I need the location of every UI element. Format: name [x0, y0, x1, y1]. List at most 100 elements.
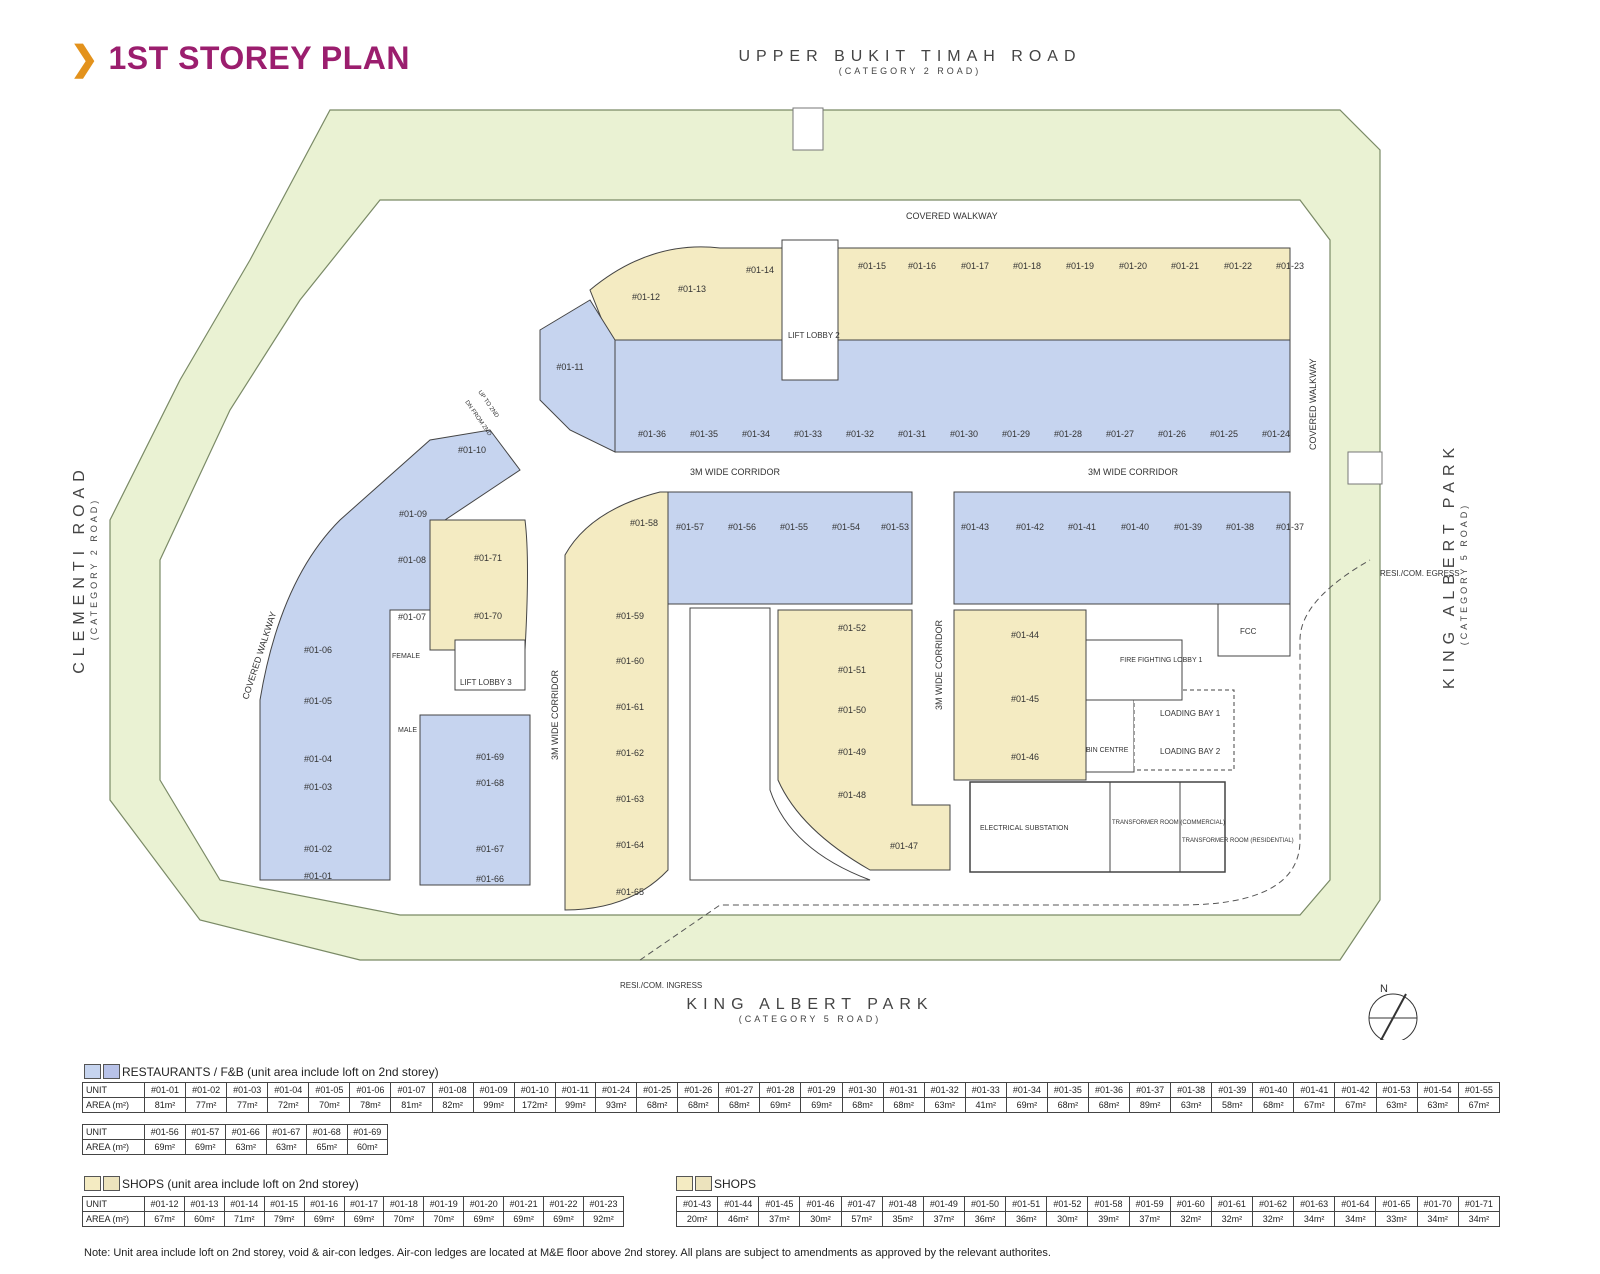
legend-shops-swatch-2: [695, 1176, 712, 1191]
substation-label: ELECTRICAL SUBSTATION: [980, 825, 1069, 832]
unit-label: #01-34: [742, 429, 770, 439]
fcc-room: [1217, 603, 1291, 657]
table-cell: #01-39: [1211, 1082, 1254, 1098]
table-cell: 33m²: [1375, 1211, 1418, 1227]
unit-label: #01-22: [1224, 261, 1252, 271]
table-cell: #01-10: [513, 1082, 556, 1098]
unit-label: #01-21: [1171, 261, 1199, 271]
table-unit-row: UNIT#01-12#01-13#01-14#01-15#01-16#01-17…: [82, 1196, 625, 1212]
table-cell: 34m²: [1293, 1211, 1336, 1227]
unit-label: #01-44: [1011, 630, 1039, 640]
road-north-category: (CATEGORY 2 ROAD): [838, 66, 982, 76]
legend-fb-swatch: [84, 1064, 101, 1079]
table-cell: 58m²: [1211, 1097, 1254, 1113]
table-cell: #01-54: [1416, 1082, 1459, 1098]
table-cell: #01-51: [1005, 1196, 1048, 1212]
table-cell: 68m²: [718, 1097, 761, 1113]
table-cell: #01-32: [923, 1082, 966, 1098]
table-cell: #01-53: [1375, 1082, 1418, 1098]
area-table-shops: #01-43#01-44#01-45#01-46#01-47#01-48#01-…: [675, 1196, 1501, 1227]
unit-label: #01-03: [304, 782, 332, 792]
table-cell: 68m²: [1087, 1097, 1131, 1113]
unit-label: #01-63: [616, 794, 644, 804]
table-cell: 69m²: [343, 1211, 385, 1227]
table-cell: 20m²: [675, 1211, 719, 1227]
table-cell: AREA (m²): [82, 1211, 145, 1227]
table-cell: 67m²: [1293, 1097, 1336, 1113]
table-cell: #01-61: [1210, 1196, 1253, 1212]
unit-label: #01-12: [632, 292, 660, 302]
table-cell: #01-11: [554, 1082, 597, 1098]
table-cell: #01-31: [882, 1082, 925, 1098]
table-cell: 37m²: [1128, 1211, 1171, 1227]
table-cell: #01-01: [143, 1082, 187, 1098]
unit-label: #01-65: [616, 887, 644, 897]
unit-label: #01-56: [728, 522, 756, 532]
unit-label: #01-16: [908, 261, 936, 271]
table-cell: 34m²: [1457, 1211, 1501, 1227]
table-cell: UNIT: [82, 1124, 145, 1140]
table-cell: #01-34: [1005, 1082, 1048, 1098]
legend-shops-loft-swatch-2: [103, 1176, 120, 1191]
fb-row-3-right: [953, 491, 1291, 605]
table-cell: 68m²: [1046, 1097, 1089, 1113]
legend-shops-swatch: [676, 1176, 693, 1191]
lift-lobby-3-label: LIFT LOBBY 3: [460, 678, 512, 687]
table-cell: 63m²: [1375, 1097, 1418, 1113]
table-cell: #01-42: [1334, 1082, 1377, 1098]
unit-label: #01-13: [678, 284, 706, 294]
unit-label: #01-55: [780, 522, 808, 532]
unit-label: #01-20: [1119, 261, 1147, 271]
unit-label: #01-30: [950, 429, 978, 439]
table-cell: 68m²: [841, 1097, 884, 1113]
table-cell: 60m²: [346, 1139, 388, 1155]
unit-label: #01-54: [832, 522, 860, 532]
unit-label: #01-14: [746, 265, 774, 275]
road-north-name: UPPER BUKIT TIMAH ROAD: [738, 48, 1082, 65]
loading-bay-1-label: LOADING BAY 1: [1160, 709, 1221, 718]
female-label: FEMALE: [392, 653, 420, 660]
substation-block: [969, 781, 1226, 873]
unit-label: #01-19: [1066, 261, 1094, 271]
table-cell: UNIT: [82, 1196, 145, 1212]
table-cell: 69m²: [1005, 1097, 1048, 1113]
unit-label: #01-25: [1210, 429, 1238, 439]
table-cell: #01-24: [595, 1082, 638, 1098]
unit-label: #01-02: [304, 844, 332, 854]
shop-column-58-65: [564, 491, 669, 911]
legend-shops-loft: SHOPS (unit area include loft on 2nd sto…: [84, 1176, 359, 1191]
legend-shops-label: SHOPS: [714, 1176, 757, 1191]
bin-centre-label: BIN CENTRE: [1086, 747, 1129, 754]
lift-lobby-2-box: [781, 239, 839, 381]
unit-label: #01-49: [838, 747, 866, 757]
table-cell: 70m²: [308, 1097, 351, 1113]
unit-label: #01-37: [1276, 522, 1304, 532]
table-cell: 68m²: [636, 1097, 679, 1113]
table-cell: 67m²: [144, 1211, 185, 1227]
table-cell: 36m²: [963, 1211, 1007, 1227]
unit-label: #01-50: [838, 705, 866, 715]
unit-label: #01-05: [304, 696, 332, 706]
table-cell: #01-66: [225, 1124, 267, 1140]
table-cell: #01-15: [263, 1196, 305, 1212]
table-cell: 68m²: [677, 1097, 720, 1113]
table-cell: #01-64: [1334, 1196, 1377, 1212]
table-cell: AREA (m²): [82, 1097, 145, 1113]
table-cell: #01-35: [1046, 1082, 1089, 1098]
bin-centre-room: [1085, 699, 1135, 773]
chevron-right-icon: ❯: [70, 39, 99, 78]
table-cell: 63m²: [1416, 1097, 1459, 1113]
unit-label: #01-48: [838, 790, 866, 800]
unit-label: #01-64: [616, 840, 644, 850]
table-unit-row: UNIT#01-56#01-57#01-66#01-67#01-68#01-69: [82, 1124, 388, 1140]
table-cell: #01-22: [543, 1196, 584, 1212]
footnote: Note: Unit area include loft on 2nd stor…: [84, 1247, 1051, 1259]
table-cell: #01-48: [881, 1196, 924, 1212]
table-cell: 32m²: [1251, 1211, 1295, 1227]
table-cell: #01-21: [503, 1196, 545, 1212]
page-title: ❯ 1ST STOREY PLAN: [70, 40, 410, 77]
table-cell: #01-70: [1416, 1196, 1459, 1212]
unit-label: #01-08: [398, 555, 426, 565]
